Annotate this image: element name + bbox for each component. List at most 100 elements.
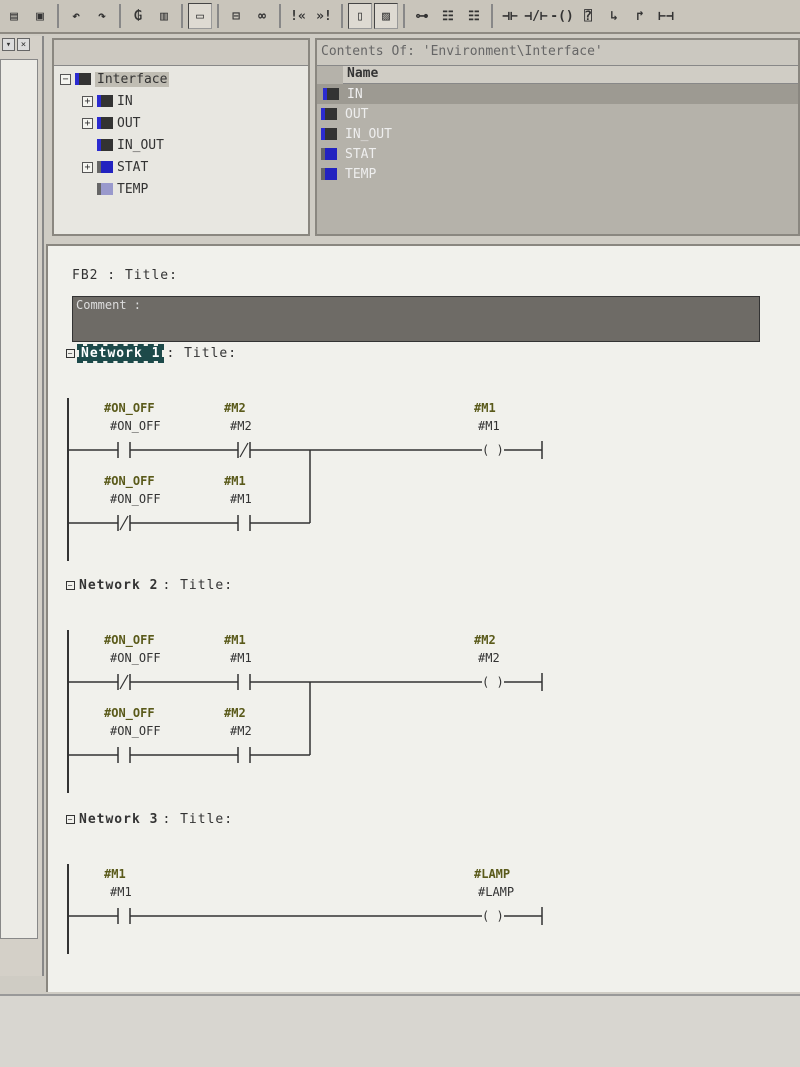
view-icon[interactable]: ▯ <box>348 3 372 29</box>
contact-symbol[interactable]: #ON_OFF <box>104 474 155 489</box>
toolbar: ▤ ▣ ↶ ↷ ₲ ▥ ▭ ⊟ ∞ !« »! ▯ ▨ ⊶ ☷ ☷ ⊣⊢ ⊣/⊢… <box>0 0 800 34</box>
contact-symbol[interactable]: #M1 <box>104 867 126 881</box>
network-header[interactable]: −Network 1: Title: <box>66 344 238 363</box>
ladder-rung[interactable]: #ON_OFF #ON_OFF #M2 #M2 #ON_OFF #ON_OFF #M1 #M1… <box>48 368 608 568</box>
branch-icon[interactable]: ☷ <box>442 8 454 24</box>
contact-address[interactable]: #M2 <box>230 724 252 738</box>
compile-icon[interactable]: ₲ <box>134 8 142 24</box>
nc-slash <box>119 515 129 531</box>
contents-row[interactable]: IN <box>317 84 798 104</box>
collapse-icon[interactable]: − <box>60 73 71 85</box>
contact-address[interactable]: #ON_OFF <box>110 492 161 506</box>
contact-symbol[interactable]: #M1 <box>224 633 246 647</box>
close-branch-icon[interactable]: ☷ <box>468 8 480 24</box>
ladder-rung[interactable]: #ON_OFF #ON_OFF #M1 #M1 #ON_OFF #ON_OFF #M2 #M2… <box>48 600 608 800</box>
network-title[interactable]: : Title: <box>162 578 234 593</box>
ladder-rung[interactable]: #M1 #M1 ( ) #LAMP #LAMP <box>48 834 608 1034</box>
contents-row[interactable]: IN_OUT <box>317 124 798 144</box>
monitor-icon[interactable]: ∞ <box>258 8 266 24</box>
contents-row[interactable]: OUT <box>317 104 798 124</box>
close-branch-arrow-icon[interactable]: ↱ <box>636 8 644 24</box>
tree-item-label: TEMP <box>117 181 149 197</box>
tree-root[interactable]: − Interface <box>60 68 302 90</box>
undo-icon[interactable]: ↶ <box>72 8 80 24</box>
contact-symbol[interactable]: #M2 <box>224 706 246 720</box>
network-header[interactable]: −Network 2: Title: <box>66 578 233 593</box>
nc-slash <box>119 674 129 690</box>
collapse-icon[interactable]: − <box>66 815 75 824</box>
network-title[interactable]: : Title: <box>166 346 238 361</box>
expand-icon[interactable]: + <box>82 95 93 107</box>
separator <box>403 4 405 28</box>
contents-row-label: IN <box>347 86 363 102</box>
contact-address[interactable]: #ON_OFF <box>110 724 161 738</box>
ladder-editor[interactable]: FB2 : Title: Comment : −Network 1: Title… <box>46 244 800 992</box>
coil: ( ) <box>482 909 504 923</box>
network-header[interactable]: −Network 3: Title: <box>66 812 233 827</box>
network-label[interactable]: Network 1 <box>76 344 165 363</box>
overview-icon[interactable]: ▭ <box>188 3 212 29</box>
variable-icon <box>323 88 339 100</box>
contact-address[interactable]: #M2 <box>230 419 252 433</box>
new-network-icon[interactable]: ⊶ <box>415 8 429 24</box>
coil-symbol[interactable]: #M2 <box>474 633 496 647</box>
contact-symbol[interactable]: #M1 <box>224 474 246 488</box>
tree-item[interactable]: +IN <box>60 90 302 112</box>
download-icon[interactable]: ▥ <box>160 8 168 24</box>
print-icon[interactable]: ▤ <box>10 8 18 24</box>
redo-icon[interactable]: ↷ <box>98 8 106 24</box>
column-header-name[interactable]: Name <box>343 66 798 84</box>
next-error-icon[interactable]: »! <box>316 8 332 24</box>
inout-icon <box>97 139 113 151</box>
tree-item[interactable]: +TEMP <box>60 178 302 200</box>
coil-symbol[interactable]: #M1 <box>474 401 496 415</box>
coil-address[interactable]: #M2 <box>478 651 500 665</box>
contents-title: Contents Of: 'Environment\Interface' <box>317 40 798 66</box>
open-branch-icon[interactable]: ↳ <box>610 8 618 24</box>
contact-symbol[interactable]: #ON_OFF <box>104 633 155 648</box>
contact-symbol[interactable]: #M2 <box>224 401 246 415</box>
detail-icon[interactable]: ▨ <box>374 3 398 29</box>
contact-address[interactable]: #ON_OFF <box>110 419 161 433</box>
expand-icon[interactable]: + <box>82 161 93 173</box>
no-contact-icon[interactable]: ⊣⊢ <box>502 8 518 24</box>
collapse-icon[interactable]: − <box>66 581 75 590</box>
panel-header <box>54 40 308 66</box>
separator <box>181 4 183 28</box>
close-icon[interactable]: × <box>17 38 30 51</box>
coil-symbol[interactable]: #LAMP <box>474 867 510 881</box>
contents-row[interactable]: TEMP <box>317 164 798 184</box>
tree-item[interactable]: + STAT <box>60 156 302 178</box>
collapse-icon[interactable]: − <box>66 349 75 358</box>
prev-error-icon[interactable]: !« <box>290 8 306 24</box>
variable-icon <box>321 168 337 180</box>
contact-address[interactable]: #M1 <box>230 492 252 506</box>
contents-row[interactable]: STAT <box>317 144 798 164</box>
expand-icon[interactable]: + <box>82 117 93 129</box>
network-title[interactable]: : Title: <box>162 812 234 827</box>
connection-icon[interactable]: ⊢⊣ <box>658 8 674 24</box>
dropdown-icon[interactable]: ▾ <box>2 38 15 51</box>
coil-address[interactable]: #LAMP <box>478 885 514 899</box>
tree-item-label: STAT <box>117 159 149 175</box>
tree-root-label: Interface <box>95 71 170 87</box>
box-icon[interactable]: ⍰ <box>584 8 592 24</box>
nc-slash <box>239 442 249 458</box>
contact-symbol[interactable]: #ON_OFF <box>104 401 155 416</box>
contact-address[interactable]: #M1 <box>230 651 252 665</box>
variable-icon <box>321 148 337 160</box>
contact-symbol[interactable]: #ON_OFF <box>104 706 155 721</box>
tree-item[interactable]: +OUT <box>60 112 302 134</box>
fb-title[interactable]: FB2 : Title: <box>72 268 178 283</box>
paste-icon[interactable]: ▣ <box>36 8 44 24</box>
contact-address[interactable]: #ON_OFF <box>110 651 161 665</box>
comment-field[interactable]: Comment : <box>72 296 760 342</box>
coil-address[interactable]: #M1 <box>478 419 500 433</box>
nc-contact-icon[interactable]: ⊣/⊢ <box>524 8 548 24</box>
contact-address[interactable]: #M1 <box>110 885 132 899</box>
tree-item[interactable]: +IN_OUT <box>60 134 302 156</box>
network-label[interactable]: Network 3 <box>79 812 159 827</box>
network-icon[interactable]: ⊟ <box>232 8 240 24</box>
network-label[interactable]: Network 2 <box>79 578 159 593</box>
coil-icon[interactable]: -() <box>550 8 574 24</box>
